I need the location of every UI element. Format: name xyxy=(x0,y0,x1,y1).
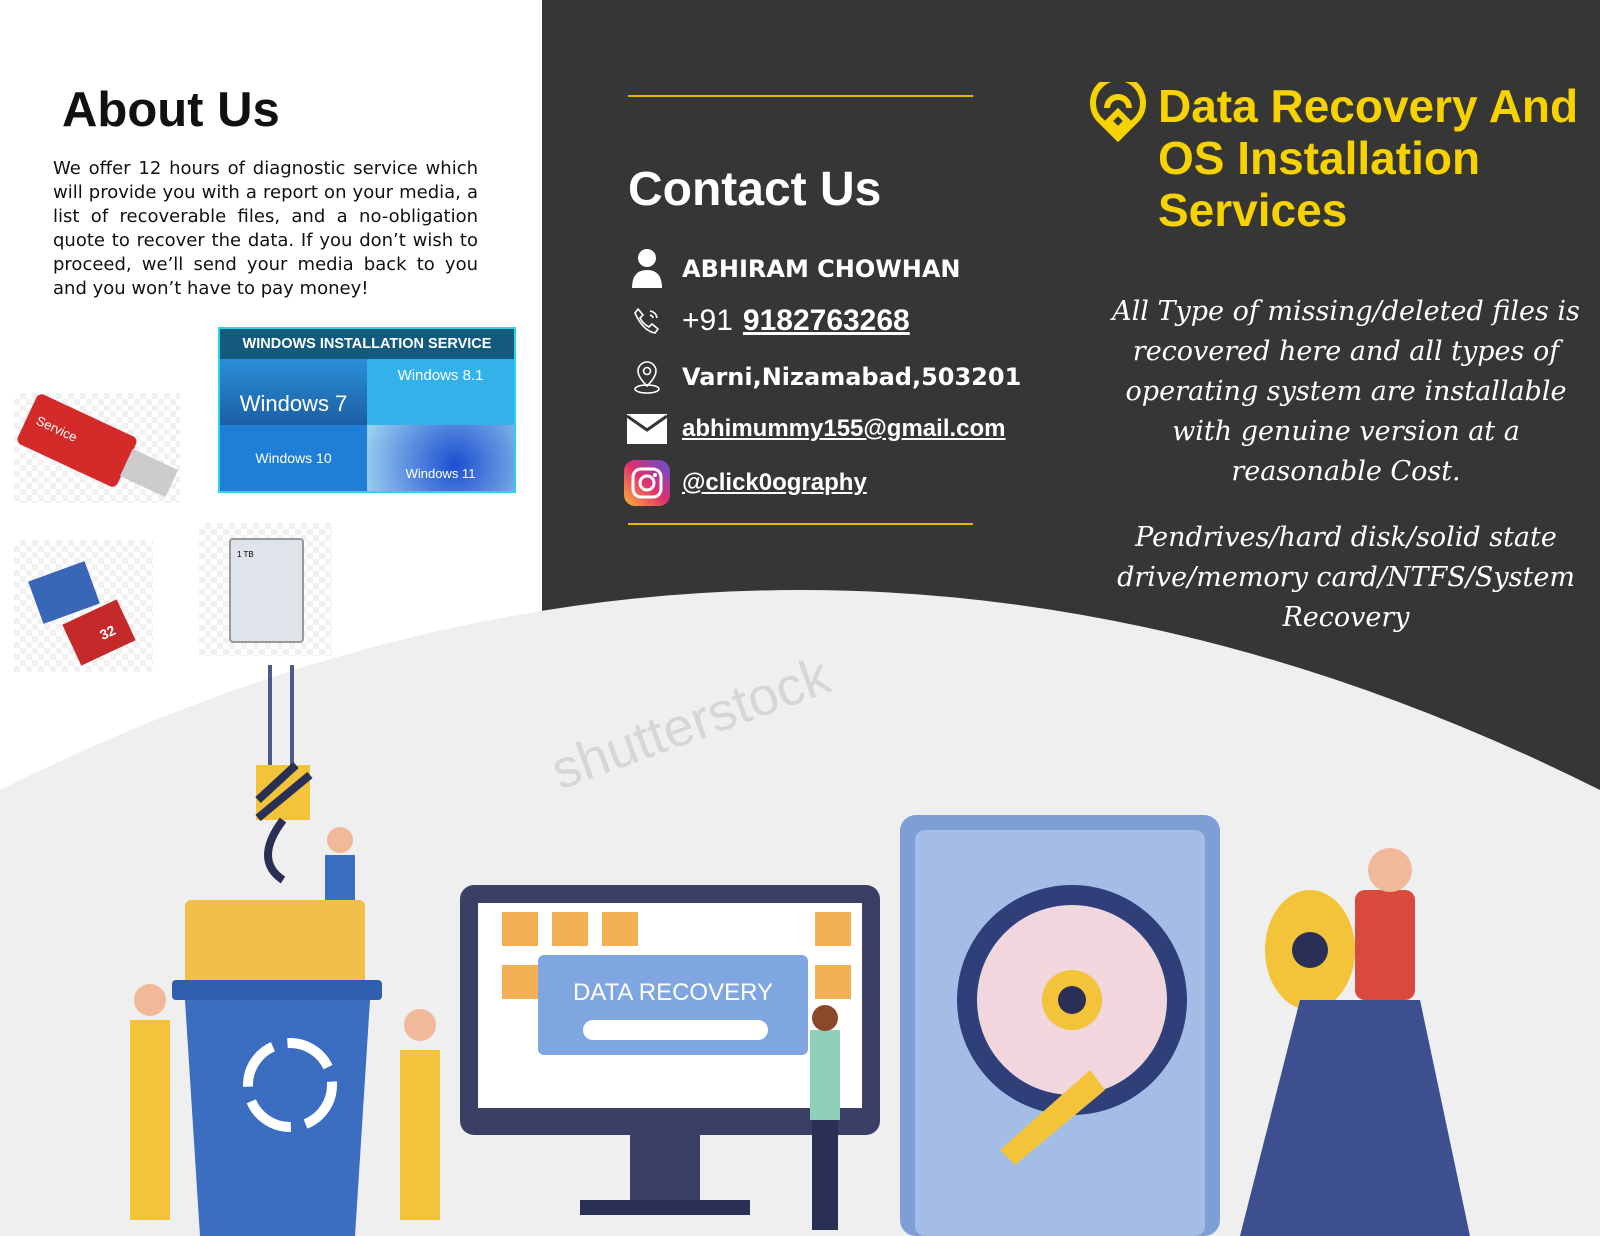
location-logo-icon xyxy=(1090,75,1146,147)
instagram-icon xyxy=(622,460,672,506)
service-media-types: Pendrives/hard disk/solid state drive/me… xyxy=(1117,522,1575,633)
hdd-label: 1 TB xyxy=(229,538,304,643)
email-link[interactable]: abhimummy155@gmail.com xyxy=(682,415,1006,442)
contact-phone: +91 9182763268 xyxy=(622,304,910,338)
service-description: All Type of missing/deleted files is rec… xyxy=(1112,296,1580,487)
windows-image-header: WINDOWS INSTALLATION SERVICE xyxy=(220,329,514,359)
hard-disk-image: 1 TB xyxy=(199,523,332,656)
mail-icon xyxy=(622,414,672,444)
windows-installation-image: WINDOWS INSTALLATION SERVICE Windows 7 W… xyxy=(218,327,516,493)
pendrive-image: Service xyxy=(14,392,180,503)
service-title-line: OS Installation xyxy=(1158,132,1481,184)
divider-bottom xyxy=(628,523,973,525)
screen-label: DATA RECOVERY xyxy=(573,979,773,1006)
contact-heading: Contact Us xyxy=(628,163,882,216)
contact-address: Varni,Nizamabad,503201 xyxy=(622,360,1021,394)
location-pin-icon xyxy=(622,360,672,394)
windows-11-label: Windows 11 xyxy=(367,425,514,491)
contact-email: abhimummy155@gmail.com xyxy=(622,414,1006,444)
windows-10-label: Windows 10 xyxy=(220,425,367,491)
instagram-link[interactable]: @click0ography xyxy=(682,469,867,496)
service-title: Data Recovery And OS Installation Servic… xyxy=(1158,80,1578,236)
windows-81-label: Windows 8.1 xyxy=(367,359,514,425)
service-title-line: Data Recovery And xyxy=(1158,80,1579,132)
memory-cards-image: 32 xyxy=(14,540,153,672)
person-icon xyxy=(622,248,672,290)
contact-name: ABHIRAM CHOWHAN xyxy=(622,248,961,290)
about-text: We offer 12 hours of diagnostic service … xyxy=(53,158,478,299)
service-title-line: Services xyxy=(1158,184,1348,236)
about-heading: About Us xyxy=(62,83,280,137)
windows-7-label: Windows 7 xyxy=(220,359,367,425)
contact-instagram: @click0ography xyxy=(622,460,867,506)
phone-link[interactable]: 9182763268 xyxy=(742,304,910,337)
service-description-block: All Type of missing/deleted files is rec… xyxy=(1100,292,1592,638)
divider-top xyxy=(628,95,973,97)
phone-icon xyxy=(622,306,672,336)
